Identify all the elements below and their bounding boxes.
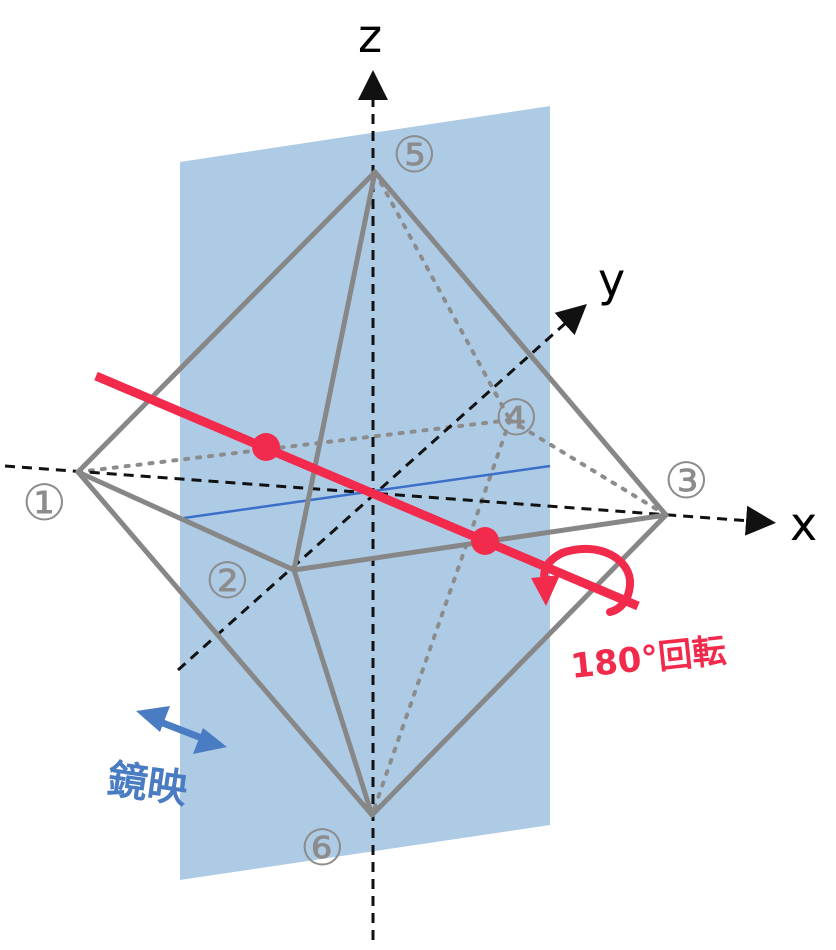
rotation-axis-point-lower: [471, 527, 499, 555]
y-axis-label: y: [598, 253, 625, 307]
x-axis-label: x: [790, 497, 817, 551]
edge-6-2: [291, 567, 375, 818]
edge-5-3: [372, 169, 669, 518]
rotation-arrow-icon: [531, 545, 635, 616]
vertex-label-6: ⑥: [300, 819, 345, 877]
edge-6-3: [369, 512, 669, 818]
edge-5-2: [291, 169, 378, 573]
edge-5-1: [75, 169, 378, 475]
mirror-label: 鏡映: [105, 756, 191, 813]
y-axis-line: [176, 303, 587, 672]
edge-4-6: [370, 418, 512, 817]
z-axis-label: z: [358, 9, 382, 63]
rotation-label: 180°回転: [569, 631, 728, 687]
edge-6-1: [75, 469, 375, 818]
vertex-label-4: ④: [494, 389, 539, 447]
mirror-arrow-icon: [136, 706, 227, 754]
vertex-label-5: ⑤: [392, 126, 437, 184]
hidden-edges: [76, 170, 668, 817]
edge-1-4: [76, 418, 512, 474]
edge-5-4: [373, 170, 512, 422]
rotation-axis-point-upper: [252, 433, 280, 461]
edge-1-2: [75, 469, 297, 573]
vertex-label-1: ①: [22, 474, 67, 532]
vertex-label-2: ②: [205, 552, 250, 610]
vertex-label-3: ③: [664, 452, 709, 510]
